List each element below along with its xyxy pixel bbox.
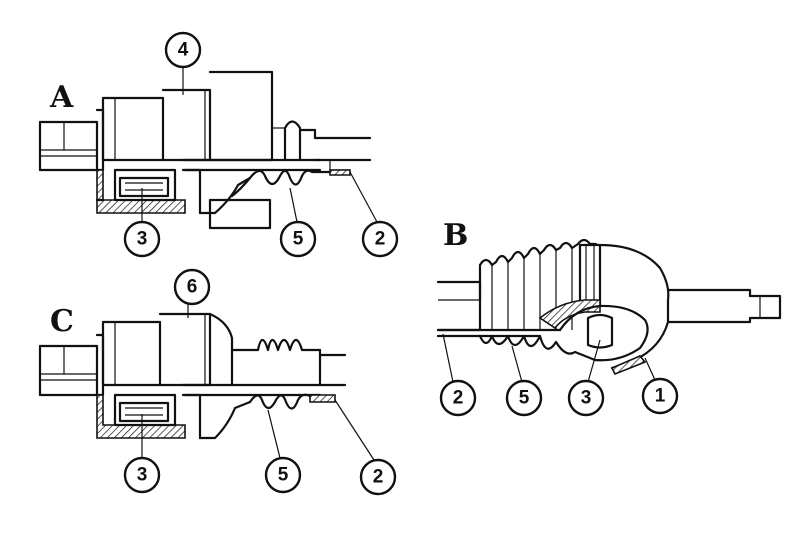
svg-text:5: 5: [519, 388, 530, 409]
svg-text:6: 6: [187, 277, 198, 298]
panel-a: A: [38, 31, 399, 258]
panel-b-drawing: [436, 238, 782, 376]
svg-text:3: 3: [137, 465, 148, 486]
svg-text:3: 3: [137, 229, 148, 250]
callout-2: 2: [439, 379, 477, 417]
leader-5c: [267, 409, 281, 459]
svg-text:2: 2: [375, 229, 386, 250]
callout-1: 1: [641, 377, 679, 415]
panel-b: B: [436, 218, 782, 417]
panel-a-letter: A: [49, 80, 74, 115]
callout-2: 2: [361, 220, 399, 258]
callout-5: 5: [264, 456, 302, 494]
leader-2b: [442, 333, 454, 383]
callout-3: 3: [123, 456, 161, 494]
panel-a-drawing: [38, 70, 372, 230]
callout-6: 6: [173, 268, 211, 306]
leader-5b: [511, 345, 523, 383]
leader-5a: [289, 187, 298, 223]
callout-5: 5: [279, 220, 317, 258]
panel-c-drawing: [38, 312, 347, 440]
callout-2: 2: [359, 458, 397, 496]
svg-text:5: 5: [293, 229, 304, 250]
svg-text:3: 3: [581, 388, 592, 409]
panel-c: C: [38, 268, 397, 496]
svg-text:5: 5: [278, 465, 289, 486]
leader-3b: [587, 339, 601, 383]
panel-b-letter: B: [443, 218, 468, 253]
leader-2a: [349, 171, 378, 223]
svg-text:1: 1: [655, 386, 666, 407]
svg-text:2: 2: [373, 467, 384, 488]
svg-text:2: 2: [453, 388, 464, 409]
callout-4: 4: [164, 31, 202, 69]
panel-c-letter: C: [50, 304, 74, 339]
callout-5: 5: [505, 379, 543, 417]
callout-3: 3: [567, 379, 605, 417]
leader-2c: [334, 399, 375, 461]
callout-3: 3: [123, 220, 161, 258]
leader-1: [644, 357, 656, 381]
svg-text:4: 4: [178, 40, 189, 61]
